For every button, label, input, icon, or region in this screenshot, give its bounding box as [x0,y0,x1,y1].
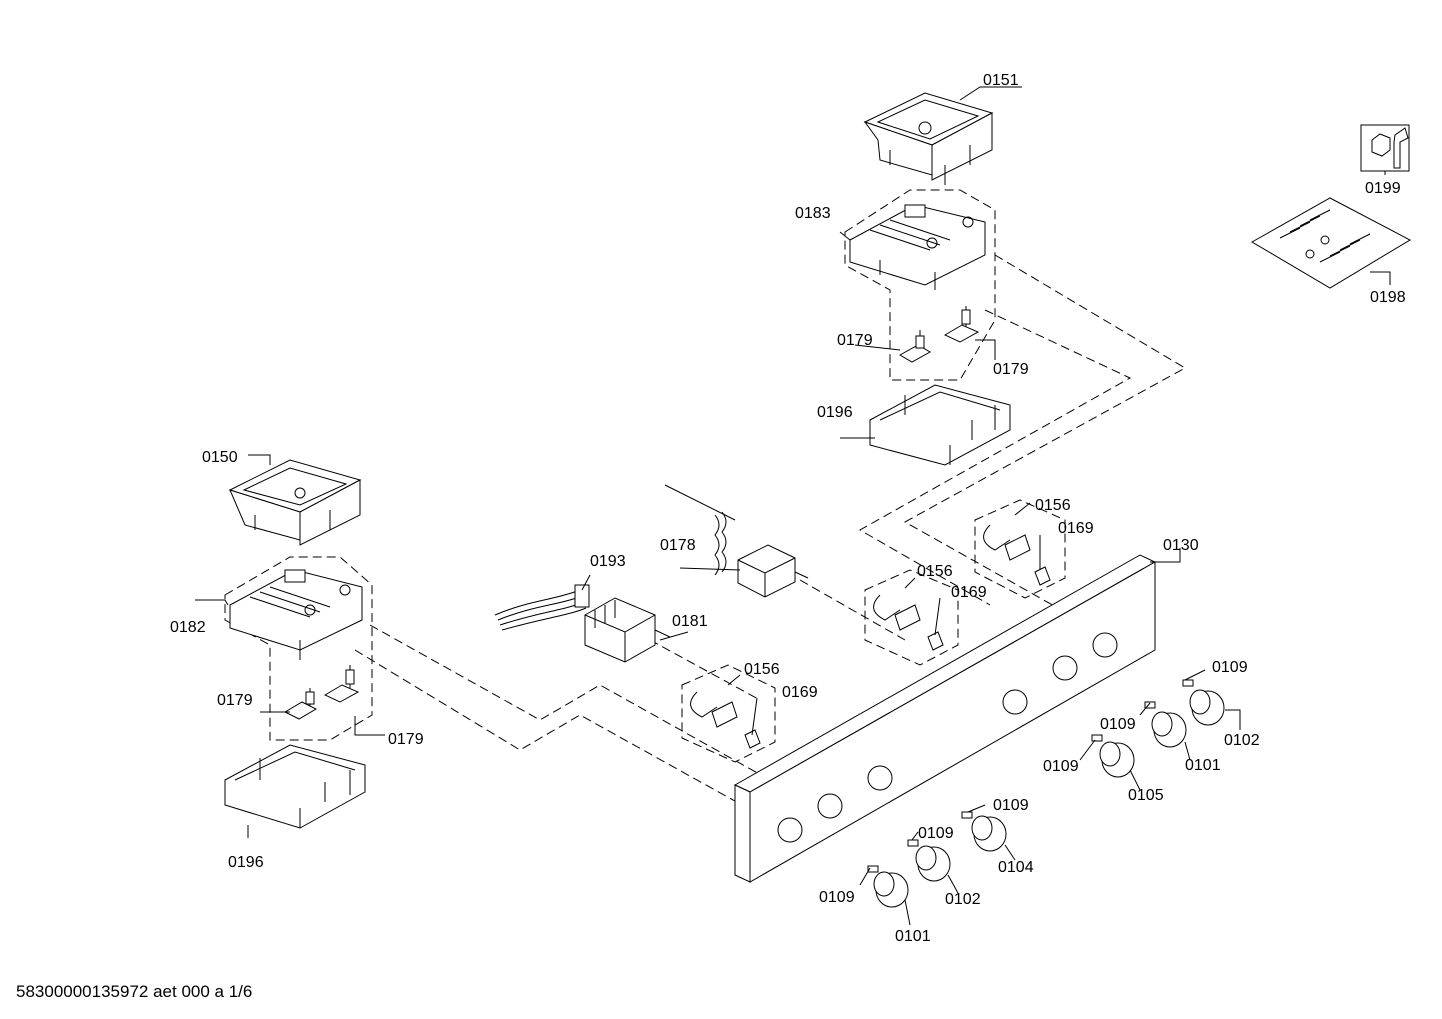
label-0109-b: 0109 [1100,716,1136,733]
label-0179-top-a: 0179 [837,332,873,349]
label-0156-b: 0156 [917,563,953,580]
lamp-group-middle [864,569,959,666]
label-0150: 0150 [202,449,238,466]
label-0156-c: 0156 [744,661,780,678]
document-id: 58300000135972 aet 000 a 1/6 [16,982,253,1001]
housing-0150 [228,459,362,546]
label-0101-b: 0101 [895,928,931,945]
leader-lines [195,86,1391,926]
lamp-group-lower [681,664,776,763]
tool-icon-0199 [1360,124,1410,172]
label-0169-c: 0169 [782,684,818,701]
label-0156-a: 0156 [1035,497,1071,514]
control-panel-0130 [733,554,1157,883]
label-0109-c: 0109 [1043,758,1079,775]
label-0179-left-a: 0179 [217,692,253,709]
label-0151: 0151 [983,72,1019,89]
label-0178: 0178 [660,537,696,554]
screw-bag-0198 [1250,197,1412,289]
label-0169-b: 0169 [951,584,987,601]
frame-0196-left [224,744,366,829]
label-0182: 0182 [170,619,206,636]
label-0102-a: 0102 [1224,732,1260,749]
label-0109-e: 0109 [918,825,954,842]
label-0196-top: 0196 [817,404,853,421]
label-0104: 0104 [998,859,1034,876]
connector-lines [354,254,1187,816]
label-0193: 0193 [590,553,626,570]
lamp-group-upper [974,499,1066,599]
label-0179-left-b: 0179 [388,731,424,748]
label-0181: 0181 [672,613,708,630]
label-0198: 0198 [1370,289,1406,306]
regulator-0178 [664,484,809,598]
knobs [867,679,1225,908]
label-0109-a: 0109 [1212,659,1248,676]
label-0196-left: 0196 [228,854,264,871]
switch-group-0182 [224,556,373,741]
label-0105: 0105 [1128,787,1164,804]
housing-0151 [863,92,994,185]
switch-group-0183 [844,189,996,381]
label-0109-d: 0109 [993,797,1029,814]
selector-switch-0181 [584,597,671,663]
label-0102-b: 0102 [945,891,981,908]
label-0199: 0199 [1365,180,1401,197]
part-labels: 0151 0199 0198 0183 0179 0179 0196 0150 … [170,72,1406,945]
frame-0196-top [869,384,1011,466]
label-0130: 0130 [1163,537,1199,554]
label-0101-a: 0101 [1185,757,1221,774]
label-0169-a: 0169 [1058,520,1094,537]
label-0179-top-b: 0179 [993,361,1029,378]
label-0183: 0183 [795,205,831,222]
wire-harness-0193 [494,584,590,631]
label-0109-f: 0109 [819,889,855,906]
